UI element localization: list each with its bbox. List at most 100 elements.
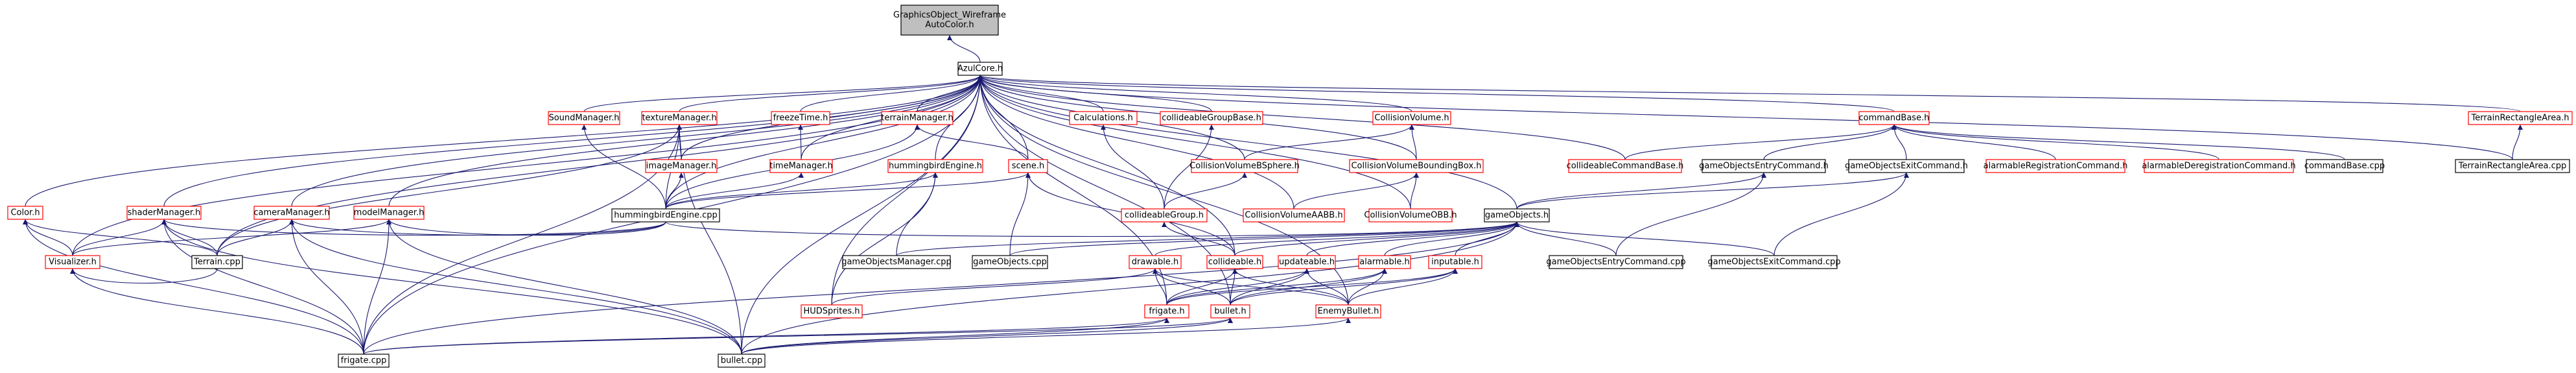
edge-textureManager-frigateCpp bbox=[363, 124, 682, 355]
node-color[interactable]: Color.h bbox=[7, 206, 43, 220]
node-collCmdBase[interactable]: collideableCommandBase.h bbox=[1567, 159, 1684, 173]
node-label: HUDSprites.h bbox=[803, 307, 860, 317]
node-box bbox=[1349, 159, 1484, 173]
node-label: imageManager.h bbox=[646, 162, 717, 171]
node-label: gameObjectsEntryCommand.h bbox=[1699, 162, 1829, 171]
node-label: bullet.cpp bbox=[721, 356, 763, 366]
edge-azul-terrainRectH bbox=[978, 75, 2521, 112]
edge-collideable-frigateH bbox=[1166, 268, 1237, 306]
node-terrainManager[interactable]: terrainManager.h bbox=[881, 111, 954, 125]
node-terrainCpp[interactable]: Terrain.cpp bbox=[191, 255, 243, 269]
node-shaderManager[interactable]: shaderManager.h bbox=[126, 206, 202, 220]
node-label: TerrainRectangleArea.h bbox=[2470, 114, 2569, 123]
node-updateable[interactable]: updateable.h bbox=[1278, 255, 1336, 269]
node-box bbox=[7, 206, 43, 220]
edge-gameObjectsH-frigateCpp bbox=[363, 221, 1519, 355]
node-collAABB[interactable]: CollisionVolumeAABB.h bbox=[1243, 208, 1345, 223]
edge-gameObjectsH-goEntryCpp bbox=[1514, 221, 1617, 256]
node-box bbox=[1848, 159, 1965, 173]
edge-sceneH-hbEngineCpp bbox=[665, 172, 1031, 210]
node-timeManager[interactable]: timeManager.h bbox=[769, 159, 833, 173]
node-box bbox=[126, 206, 202, 220]
node-terrainRectCpp[interactable]: TerrainRectangleArea.cpp bbox=[2455, 159, 2570, 173]
node-modelManager[interactable]: modelManager.h bbox=[353, 206, 425, 220]
edge-cameraManager-bulletCpp bbox=[289, 219, 742, 355]
node-drawable[interactable]: drawable.h bbox=[1129, 255, 1182, 269]
node-box bbox=[1568, 159, 1682, 173]
edge-hbEngineH-hbEngineCpp bbox=[665, 172, 938, 210]
node-box bbox=[1121, 208, 1208, 223]
edge-textureManager-bulletCpp bbox=[677, 124, 742, 355]
edge-azul-imageManager bbox=[681, 75, 983, 160]
node-inputable[interactable]: inputable.h bbox=[1428, 255, 1482, 269]
node-box bbox=[972, 255, 1048, 269]
node-box bbox=[900, 5, 999, 36]
node-label: freezeTime.h bbox=[773, 114, 828, 123]
node-label: Visualizer.h bbox=[49, 258, 97, 267]
edge-gameObjectsH-drawable bbox=[1154, 221, 1519, 256]
edge-commandBase-alarmDeregCmd bbox=[1891, 124, 2219, 160]
node-collGroupBase[interactable]: collideableGroupBase.h bbox=[1160, 111, 1263, 125]
node-textureManager[interactable]: textureManager.h bbox=[641, 111, 718, 125]
node-imageManager[interactable]: imageManager.h bbox=[645, 159, 718, 173]
node-box bbox=[718, 354, 766, 368]
node-box bbox=[1484, 208, 1550, 223]
node-bulletCpp[interactable]: bullet.cpp bbox=[718, 354, 766, 368]
node-label: frigate.h bbox=[1149, 307, 1184, 317]
node-goEntryCpp[interactable]: gameObjectsEntryCommand.cpp bbox=[1546, 255, 1686, 269]
edge-collBBox-collAABB bbox=[1293, 172, 1419, 210]
node-terrainRectH[interactable]: TerrainRectangleArea.h bbox=[2468, 111, 2573, 125]
node-cmdBaseCpp[interactable]: commandBase.cpp bbox=[2304, 159, 2385, 173]
node-collideable[interactable]: collideable.h bbox=[1206, 255, 1263, 269]
edge-azul-collideable bbox=[978, 75, 1235, 256]
node-hudSprites[interactable]: HUDSprites.h bbox=[801, 304, 863, 319]
node-label: CollisionVolumeAABB.h bbox=[1245, 211, 1342, 221]
node-gameObjectsH[interactable]: gameObjects.h bbox=[1484, 208, 1550, 223]
node-alarmable[interactable]: alarmable.h bbox=[1358, 255, 1411, 269]
node-collGroup[interactable]: collideableGroup.h bbox=[1121, 208, 1208, 223]
node-freezeTime[interactable]: freezeTime.h bbox=[771, 111, 830, 125]
edge-terrainRectH-terrainRectCpp bbox=[2512, 124, 2523, 160]
node-goExitCmd[interactable]: gameObjectsExitCommand.h bbox=[1845, 159, 1968, 173]
node-label: gameObjects.cpp bbox=[973, 258, 1047, 267]
edge-azul-commandBase bbox=[978, 75, 1895, 112]
node-bulletH[interactable]: bullet.h bbox=[1210, 304, 1250, 319]
node-sceneH[interactable]: scene.h bbox=[1008, 159, 1048, 173]
node-collBBox[interactable]: CollisionVolumeBoundingBox.h bbox=[1349, 159, 1484, 173]
node-enemyBullet[interactable]: EnemyBullet.h bbox=[1315, 304, 1381, 319]
edge-goExitCmd-gameObjectsH bbox=[1516, 172, 1909, 210]
edge-gameObjectsH-hbEngineCpp bbox=[665, 221, 1519, 237]
node-label: CollisionVolumeOBB.h bbox=[1364, 211, 1457, 221]
node-soundManager[interactable]: SoundManager.h bbox=[548, 111, 620, 125]
node-goEntryCmd[interactable]: gameObjectsEntryCommand.h bbox=[1699, 159, 1829, 173]
node-label: updateable.h bbox=[1279, 258, 1335, 267]
edge-hbEngineH-hudSprites bbox=[831, 172, 938, 306]
node-alarmDeregCmd[interactable]: alarmableDeregistrationCommand.h bbox=[2142, 159, 2296, 173]
node-goManagerCpp[interactable]: gameObjectsManager.cpp bbox=[841, 255, 952, 269]
node-layer: GraphicsObject_WireframeAutoColor.hAzulC… bbox=[7, 5, 2573, 368]
node-box bbox=[253, 206, 330, 220]
node-frigateH[interactable]: frigate.h bbox=[1144, 304, 1189, 319]
edge-shaderManager-frigateCpp bbox=[161, 219, 364, 355]
node-label: TerrainRectangleArea.cpp bbox=[2458, 162, 2566, 171]
node-alarmRegCmd[interactable]: alarmableRegistrationCommand.h bbox=[1984, 159, 2128, 173]
node-box bbox=[1160, 111, 1263, 125]
edge-goExitCmd-goExitCpp bbox=[1774, 172, 1909, 256]
node-collVolume[interactable]: CollisionVolume.h bbox=[1372, 111, 1451, 125]
node-hbEngineCpp[interactable]: hummingbirdEngine.cpp bbox=[611, 208, 720, 223]
node-box bbox=[1206, 255, 1263, 269]
node-collBSphere[interactable]: CollisionVolumeBSphere.h bbox=[1189, 159, 1300, 173]
edge-visualizer-terrainCpp bbox=[70, 268, 218, 283]
node-visualizer[interactable]: Visualizer.h bbox=[45, 255, 100, 269]
node-hbEngineH[interactable]: hummingbirdEngine.h bbox=[887, 159, 983, 173]
node-calculations[interactable]: Calculations.h bbox=[1069, 111, 1138, 125]
node-goCpp[interactable]: gameObjects.cpp bbox=[972, 255, 1048, 269]
node-commandBase[interactable]: commandBase.h bbox=[1858, 111, 1930, 125]
node-cameraManager[interactable]: cameraManager.h bbox=[253, 206, 330, 220]
node-goExitCpp[interactable]: gameObjectsExitCommand.cpp bbox=[1707, 255, 1841, 269]
node-azul[interactable]: AzulCore.h bbox=[957, 62, 1003, 76]
edge-gameObjectsH-collideable bbox=[1234, 221, 1519, 256]
node-collOBB[interactable]: CollisionVolumeOBB.h bbox=[1364, 208, 1457, 223]
node-frigateCpp[interactable]: frigate.cpp bbox=[338, 354, 390, 368]
edge-cameraManager-hbEngineCpp bbox=[289, 219, 666, 236]
